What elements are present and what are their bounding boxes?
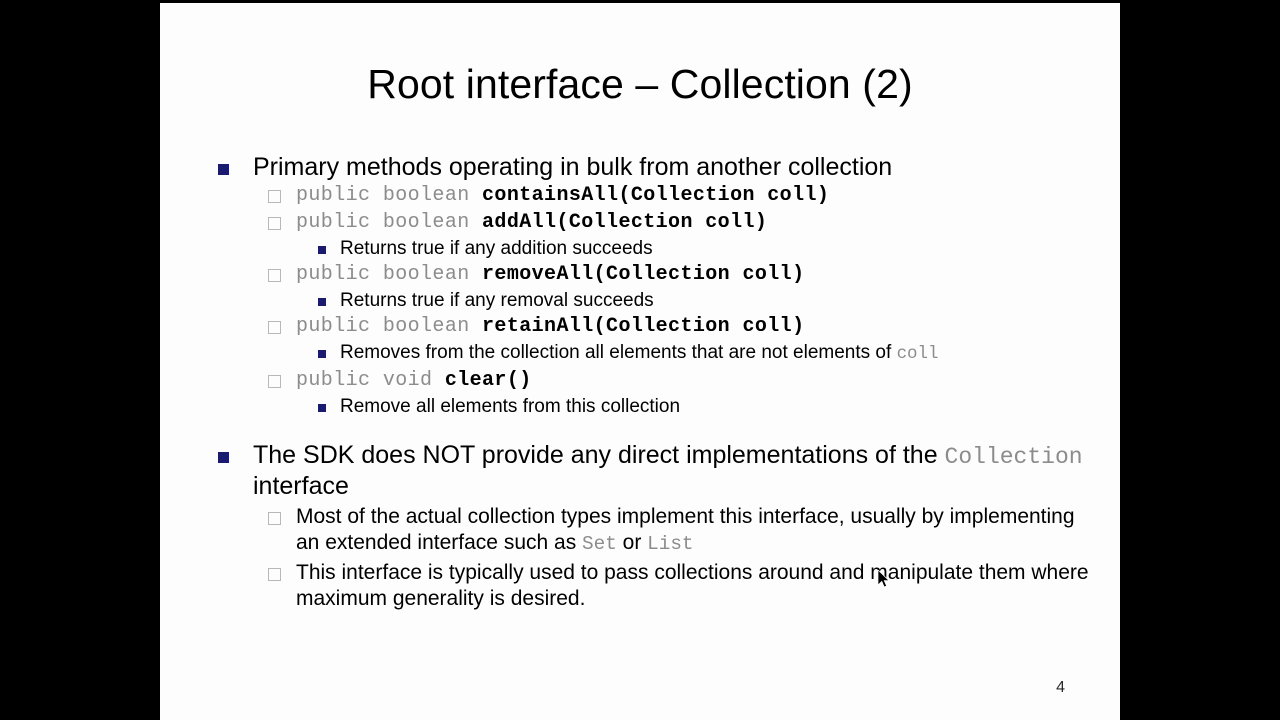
subbullet-most-collection-types: Most of the actual collection types impl…: [160, 504, 1120, 557]
code-method: removeAll(Collection coll): [482, 263, 805, 286]
code-method: clear(): [444, 369, 532, 392]
bullet-primary-methods: Primary methods operating in bulk from a…: [160, 153, 1120, 182]
bullet-text: The SDK does NOT provide any direct impl…: [253, 441, 1120, 501]
code-method: retainAll(Collection coll): [482, 315, 805, 338]
method-signature: public boolean containsAll(Collection co…: [296, 182, 1120, 209]
bullet-prefix: The SDK does NOT provide any direct impl…: [253, 441, 945, 469]
note-clear: Remove all elements from this collection: [160, 394, 1120, 419]
bullet-text: Primary methods operating in bulk from a…: [253, 153, 893, 181]
inline-code-set: Set: [582, 533, 617, 555]
note-text: Removes from the collection all elements…: [340, 340, 1120, 367]
method-contains-all: public boolean containsAll(Collection co…: [160, 182, 1120, 209]
bullet-square-icon: [218, 452, 229, 463]
section-spacer: [160, 419, 1120, 441]
bullet-hollow-square-icon: [268, 217, 281, 230]
code-keyword: public boolean: [296, 211, 483, 234]
subbullet-middle: or: [616, 531, 648, 554]
method-remove-all: public boolean removeAll(Collection coll…: [160, 261, 1120, 288]
inline-code-list: List: [647, 533, 694, 555]
bullet-hollow-square-icon: [268, 321, 281, 334]
bullet-hollow-square-icon: [268, 568, 281, 581]
code-keyword: public void: [296, 369, 445, 392]
bullet-hollow-square-icon: [268, 375, 281, 388]
code-keyword: public boolean: [296, 263, 483, 286]
method-add-all: public boolean addAll(Collection coll): [160, 209, 1120, 236]
note-text: Returns true if any addition succeeds: [340, 238, 653, 259]
note-add-all: Returns true if any addition succeeds: [160, 236, 1120, 261]
note-text: Remove all elements from this collection: [340, 396, 681, 417]
bullet-small-square-icon: [318, 404, 326, 412]
code-method: containsAll(Collection coll): [482, 184, 830, 207]
slide-title: Root interface – Collection (2): [367, 61, 913, 107]
inline-code-coll: coll: [896, 344, 939, 364]
bullet-sdk-no-direct-impl: The SDK does NOT provide any direct impl…: [160, 441, 1120, 501]
inline-code-collection: Collection: [944, 444, 1083, 470]
method-retain-all: public boolean retainAll(Collection coll…: [160, 313, 1120, 340]
note-text: Returns true if any removal succeeds: [340, 290, 654, 311]
subbullet-prefix: Most of the actual collection types impl…: [296, 505, 1075, 554]
subbullet-text: This interface is typically used to pass…: [296, 561, 1089, 610]
slide-body: Primary methods operating in bulk from a…: [160, 153, 1120, 612]
method-signature: public boolean addAll(Collection coll): [296, 209, 1120, 236]
subbullet-text: Most of the actual collection types impl…: [296, 504, 1120, 557]
method-signature: public boolean removeAll(Collection coll…: [296, 261, 1120, 288]
note-prefix: Removes from the collection all elements…: [340, 342, 897, 363]
note-retain-all: Removes from the collection all elements…: [160, 340, 1120, 367]
method-clear: public void clear(): [160, 367, 1120, 394]
bullet-hollow-square-icon: [268, 269, 281, 282]
bullet-hollow-square-icon: [268, 512, 281, 525]
method-signature: public void clear(): [296, 367, 1120, 394]
code-method: addAll(Collection coll): [482, 211, 768, 234]
bullet-suffix: interface: [253, 472, 349, 500]
slide-canvas: Root interface – Collection (2) Primary …: [160, 3, 1120, 720]
bullet-hollow-square-icon: [268, 190, 281, 203]
note-remove-all: Returns true if any removal succeeds: [160, 288, 1120, 313]
code-keyword: public boolean: [296, 315, 483, 338]
bullet-square-icon: [218, 164, 229, 175]
bullet-small-square-icon: [318, 350, 326, 358]
subbullet-pass-collections-around: This interface is typically used to pass…: [160, 560, 1120, 612]
code-keyword: public boolean: [296, 184, 483, 207]
page-number: 4: [1056, 679, 1065, 696]
bullet-small-square-icon: [318, 298, 326, 306]
method-signature: public boolean retainAll(Collection coll…: [296, 313, 1120, 340]
bullet-small-square-icon: [318, 246, 326, 254]
